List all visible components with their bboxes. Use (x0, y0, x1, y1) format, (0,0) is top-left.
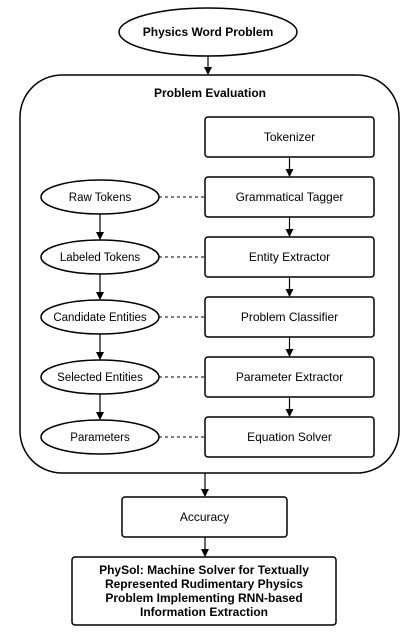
artifact-label-labeled-tokens: Labeled Tokens (60, 252, 141, 264)
pipeline-label-entity-extractor: Entity Extractor (249, 250, 330, 264)
final-line-1: PhySol: Machine Solver for Textually (99, 563, 309, 577)
pipeline-column: Tokenizer Grammatical Tagger Entity Extr… (204, 116, 375, 458)
accuracy-label: Accuracy (180, 510, 229, 524)
pipeline-label-equation-solver: Equation Solver (247, 430, 332, 444)
start-label: Physics Word Problem (143, 25, 273, 39)
final-result-box (71, 556, 337, 626)
pipeline-box-equation-solver (204, 416, 375, 458)
container-title: Problem Evaluation (154, 86, 266, 100)
artifact-column: Raw Tokens Labeled Tokens Candidate Enti… (40, 179, 160, 455)
artifact-label-candidate-entities: Candidate Entities (53, 312, 147, 324)
final-line-2: Represented Rudimentary Physics (105, 577, 303, 591)
artifact-label-raw-tokens: Raw Tokens (69, 192, 132, 204)
final-line-4: Information Extraction (140, 605, 268, 619)
pipeline-label-tokenizer: Tokenizer (264, 130, 315, 144)
pipeline-label-grammatical-tagger: Grammatical Tagger (236, 190, 344, 204)
dashed-connectors (159, 196, 205, 438)
pipeline-label-parameter-extractor: Parameter Extractor (236, 370, 343, 384)
artifact-label-selected-entities: Selected Entities (57, 372, 143, 384)
artifact-label-parameters: Parameters (70, 432, 130, 444)
pipeline-label-problem-classifier: Problem Classifier (241, 310, 338, 324)
final-line-3: Problem Implementing RNN-based (105, 591, 302, 605)
